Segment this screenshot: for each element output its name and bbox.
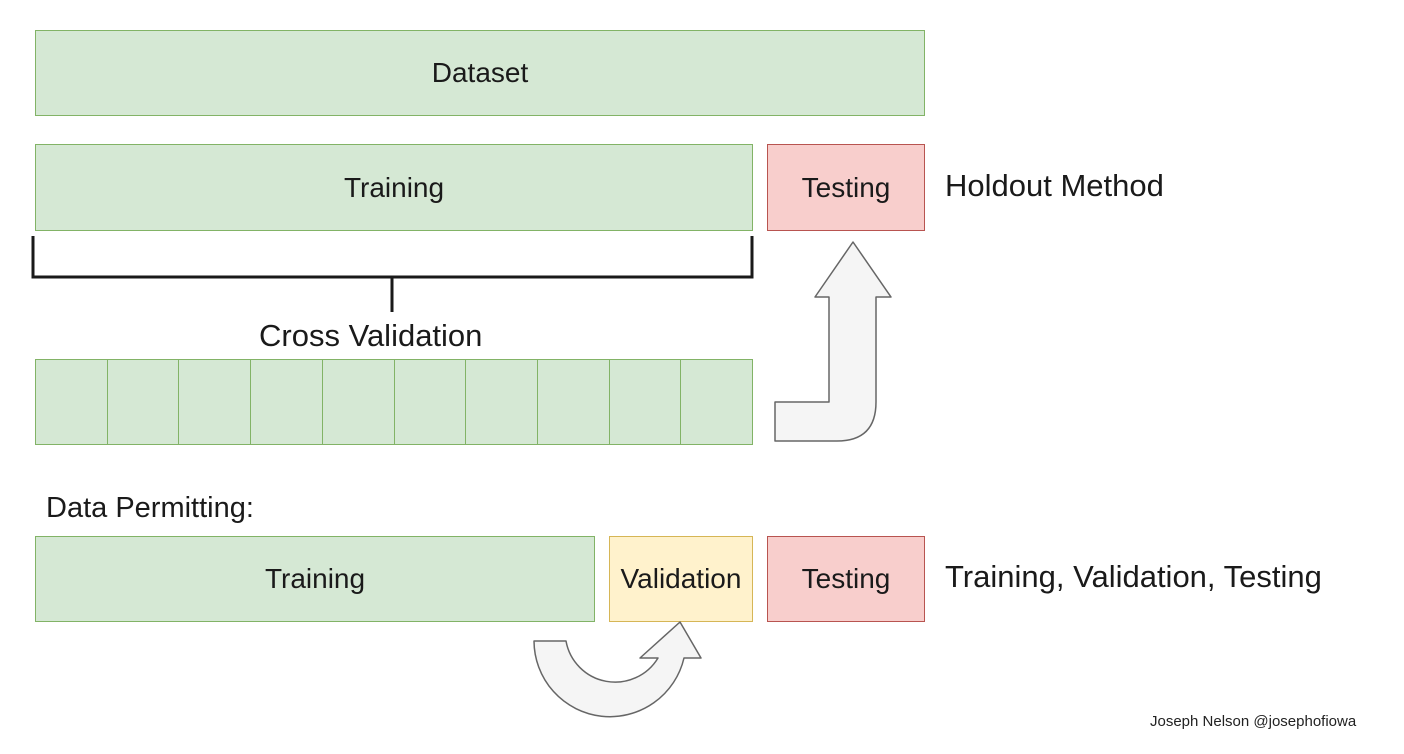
dataset-label: Dataset [431,57,529,88]
cross-validation-fold [250,359,323,445]
cross-validation-fold [680,359,754,445]
up-arrow-icon [774,241,892,442]
cross-validation-fold [608,359,682,445]
credit-label: Joseph Nelson @josephofiowa [1150,713,1357,730]
u-turn-arrow-icon [533,621,702,718]
cross-validation-fold [178,359,252,445]
cross-validation-fold [106,359,180,445]
dataset-box: Dataset [35,30,925,116]
dp-validation-label: Validation [620,563,742,594]
cross-validation-label: Cross Validation [259,318,483,353]
cross-validation-fold [321,359,395,445]
cross-validation-fold [35,359,108,445]
data-permitting-heading: Data Permitting: [46,492,254,524]
dp-training-box: Training [35,536,595,622]
dp-method-label: Training, Validation, Testing [945,559,1322,594]
holdout-method-label: Holdout Method [945,168,1164,203]
cross-validation-fold [536,359,610,445]
dp-validation-box: Validation [609,536,753,622]
holdout-training-box: Training [35,144,753,231]
cross-validation-folds [35,359,754,445]
holdout-testing-label: Testing [801,171,891,203]
training-bracket [31,236,754,312]
holdout-testing-box: Testing [767,144,925,231]
dp-testing-label: Testing [801,563,891,594]
dp-training-label: Training [264,563,366,594]
cross-validation-fold [393,359,467,445]
dp-testing-box: Testing [767,536,925,622]
holdout-training-label: Training [343,171,445,203]
